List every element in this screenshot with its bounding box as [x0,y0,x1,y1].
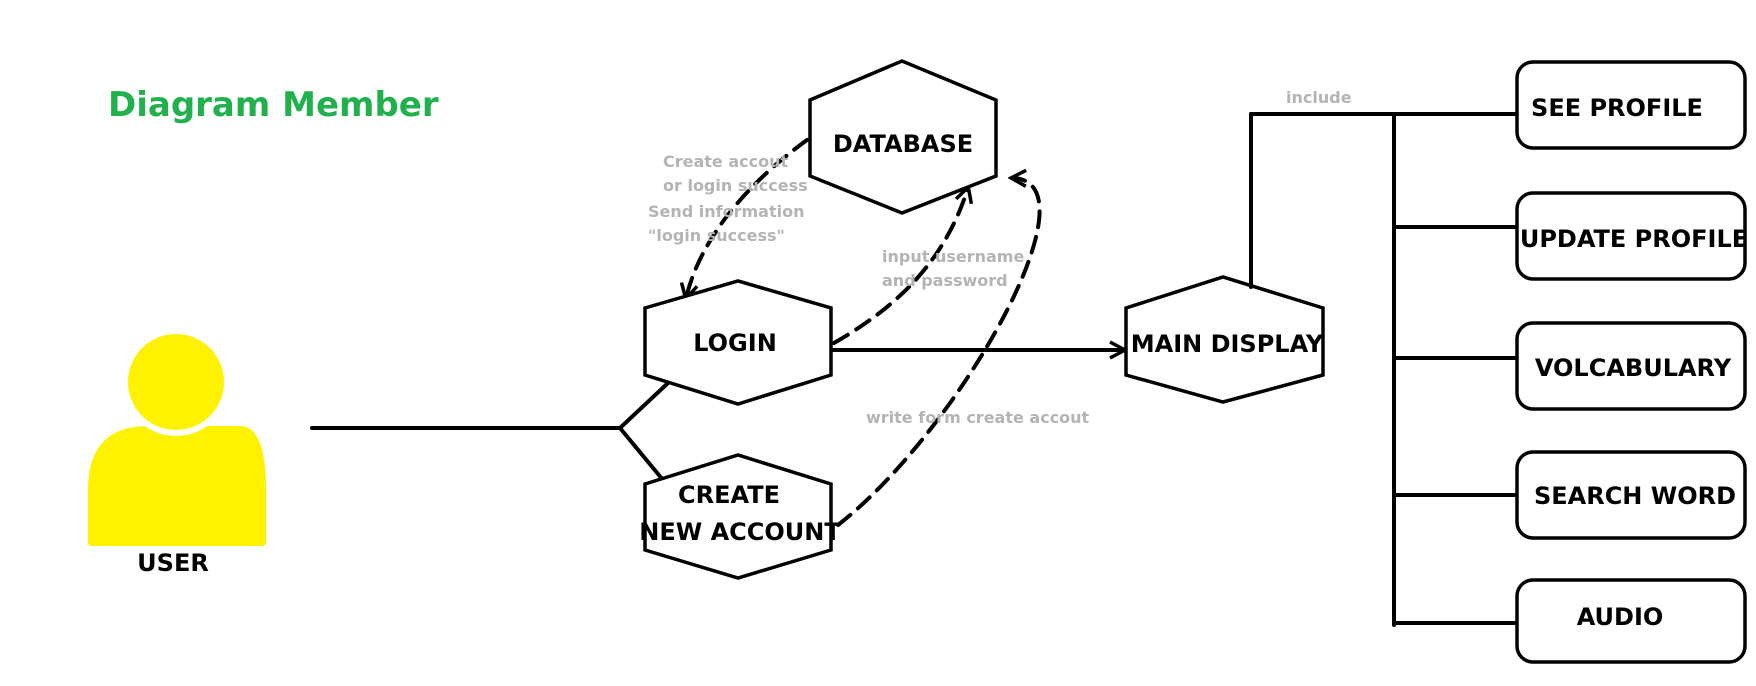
feature-label-search-word: SEARCH WORD [1534,482,1736,510]
note-send-information: Send information [648,202,805,221]
create-to-database-arrow [836,178,1042,527]
feature-box-see-profile [1515,60,1747,150]
feature-box-vocabulary [1515,321,1747,411]
feature-label-update-profile: UPDATE PROFILE [1520,225,1748,253]
note-include: include [1286,88,1352,107]
database-node [808,59,998,215]
login-to-database-arrow [832,188,968,345]
feature-box-audio [1515,578,1747,664]
create-label-line1: CREATE [678,481,780,509]
note-login-success-quote: "login success" [648,226,785,245]
login-association-line [618,381,670,430]
feature-box-update-profile [1515,191,1747,281]
main-display-node [1124,275,1325,404]
feature-label-audio: AUDIO [1577,603,1664,631]
note-input-username: input username [882,247,1024,266]
feature-label-vocabulary: VOLCABULARY [1535,354,1732,382]
create-association-line [618,426,665,482]
user-icon [88,328,266,546]
create-account-node [643,453,833,580]
feature-label-see-profile: SEE PROFILE [1531,94,1703,122]
database-label: DATABASE [833,130,973,158]
database-to-login-arrow [686,138,809,298]
diagram-title: Diagram Member [108,85,439,125]
login-node [643,279,833,406]
note-and-password: and password [882,271,1008,290]
create-label-line2: NEW ACCOUNT [639,518,841,546]
main-display-label: MAIN DISPLAY [1131,330,1324,358]
note-create-account: Create accout [663,152,789,171]
actor-label: USER [137,549,209,577]
login-label: LOGIN [693,329,777,357]
note-write-form: write form create accout [866,408,1090,427]
note-login-success: or login success [663,176,808,195]
feature-box-search-word [1515,450,1747,540]
